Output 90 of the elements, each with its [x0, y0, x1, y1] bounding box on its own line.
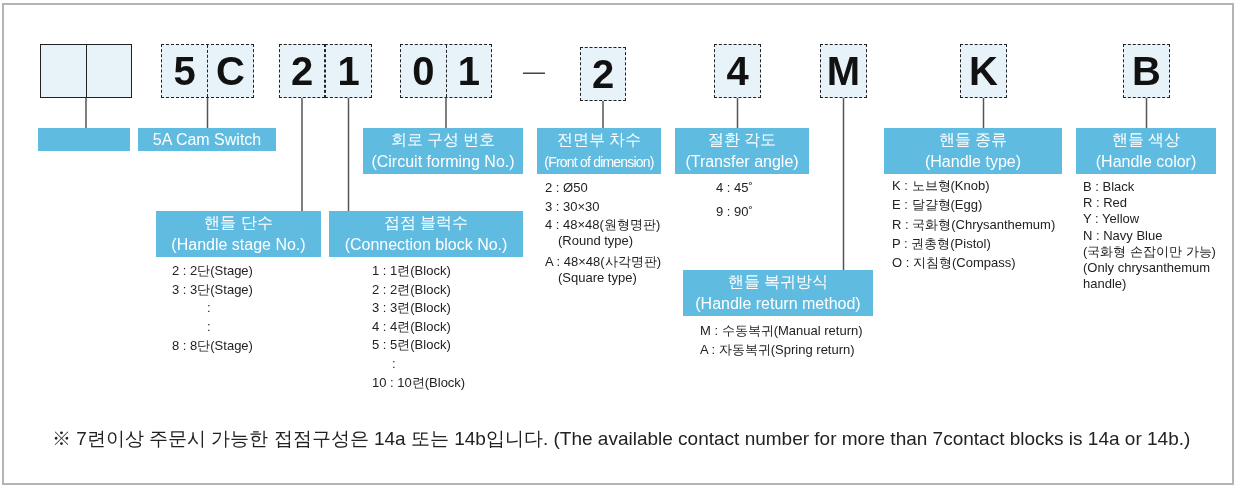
subheading-text: (Handle stage No.) [170, 235, 307, 255]
heading-label [884, 128, 1062, 174]
option-item: K : 노브형(Knob) [892, 178, 990, 194]
leader-line [736, 97, 739, 129]
option-item: E : 달걀형(Egg) [892, 197, 983, 214]
option-item: 2 : 2련(Block) [372, 281, 451, 298]
option-item: 4 : 4련(Block) [372, 318, 451, 335]
code-box [1123, 44, 1170, 98]
leader-line [347, 97, 350, 212]
code-letter: K [969, 48, 998, 94]
option-item: 10 : 10련(Block) [372, 374, 466, 391]
option-item: R : 국화형(Chrysanthemum) [892, 216, 1056, 233]
heading-label [683, 270, 873, 316]
option-item: Y : Yellow [1083, 211, 1140, 228]
subheading-text: (Handle return method) [694, 294, 862, 314]
heading-text: 핸들 복귀방식 [726, 272, 830, 292]
code-box [325, 44, 372, 98]
code-box [161, 44, 254, 98]
heading-text: 핸들 색상 [1110, 130, 1182, 150]
code-letter: C [216, 48, 245, 94]
leader-line [85, 97, 87, 129]
code-letter: M [826, 48, 861, 94]
option-item: 8 : 8단(Stage) [172, 337, 253, 354]
code-letter: 1 [457, 48, 480, 94]
leader-line [1145, 97, 1148, 129]
option-item: 5 : 5련(Block) [372, 337, 451, 354]
heading-label [38, 128, 130, 151]
code-box [400, 44, 492, 98]
code-box [580, 47, 626, 101]
leader-line [445, 97, 447, 129]
leader-line [602, 100, 604, 129]
heading-text: 핸들 단수 [203, 213, 274, 233]
code-letter: 0 [412, 48, 435, 94]
option-item: A : 48×48(사각명판) (Square type) [545, 254, 662, 287]
option-item: 3 : 30×30 [545, 198, 600, 215]
option-item: 4 : 48×48(원형명판) (Round type) [545, 217, 662, 250]
option-item: 2 : Ø50 [545, 180, 588, 196]
leader-line [301, 97, 303, 212]
leader-line [842, 97, 845, 271]
option-item: 3 : 3련(Block) [372, 300, 451, 317]
option-item: B : Black [1083, 179, 1135, 195]
subheading-text: (Transfer angle) [684, 152, 800, 172]
option-item: M : 수동복귀(Manual return) [700, 323, 863, 339]
heading-label [1076, 128, 1216, 174]
option-item: A : 자동복귀(Spring return) [700, 342, 855, 358]
heading-label [329, 211, 523, 257]
code-box [820, 44, 867, 98]
option-item: 1 : 1련(Block) [372, 263, 451, 279]
code-letter: 5 [173, 48, 196, 94]
option-item: O : 지침형(Compass) [892, 255, 1016, 272]
heading-text: 회로 구성 번호 [389, 130, 497, 150]
leader-line [206, 97, 209, 129]
heading-label [675, 128, 809, 174]
option-item: (국화형 손잡이만 가능) (Only chrysanthemum handle) [1083, 243, 1217, 292]
option-item: 3 : 3단(Stage) [172, 281, 253, 298]
code-letter: B [1132, 48, 1161, 94]
separator-dash: — [523, 60, 545, 84]
option-item: : [207, 300, 211, 317]
heading-label [138, 128, 276, 151]
code-box [279, 44, 325, 98]
heading-text: 접점 블럭수 [382, 213, 470, 233]
heading-text: 전면부 차수 [555, 130, 643, 150]
option-item: P : 권총형(Pistol) [892, 235, 991, 252]
code-letter: 2 [290, 48, 314, 94]
heading-label [363, 128, 523, 174]
subheading-text: (Circuit forming No.) [370, 152, 516, 172]
heading-text: 절환 각도 [706, 130, 778, 150]
option-item: : [392, 356, 396, 372]
option-item: : [207, 319, 211, 336]
code-letter: 2 [591, 51, 615, 97]
code-box [960, 44, 1007, 98]
option-item: 9 : 90˚ [716, 204, 753, 220]
option-item: 2 : 2단(Stage) [172, 263, 253, 279]
code-box [714, 44, 761, 98]
subheading-text: (Handle color) [1094, 152, 1198, 172]
code-box [40, 44, 132, 98]
subheading-text: 5A Cam Switch [151, 129, 263, 150]
subheading-text: (Handle type) [923, 152, 1022, 172]
leader-line [982, 97, 985, 129]
heading-text: 핸들 종류 [937, 130, 1009, 150]
option-item: 4 : 45˚ [716, 180, 753, 196]
code-letter: 4 [726, 48, 749, 94]
heading-label [537, 128, 661, 174]
option-item: N : Navy Blue [1083, 227, 1163, 244]
code-letter: 1 [337, 48, 360, 94]
footnote: ※ 7련이상 주문시 가능한 접점구성은 14a 또는 14b입니다. (The available contact number for more than 7contact blocks is 14a or 14b.) [52, 427, 1191, 451]
subheading-text: (Connection block No.) [343, 235, 509, 255]
option-item: R : Red [1083, 195, 1128, 212]
subheading-text: (Front of dimension) [543, 153, 655, 172]
heading-label [156, 211, 321, 257]
